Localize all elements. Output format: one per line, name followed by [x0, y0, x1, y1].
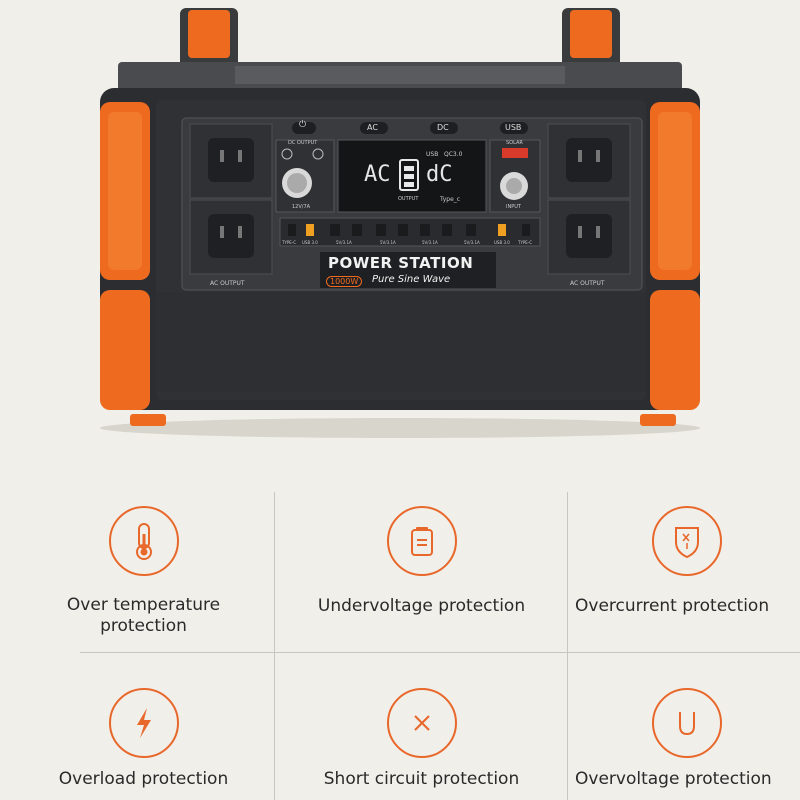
port-label: 5V/3.1A [464, 240, 480, 245]
display-output-label: OUTPUT [398, 196, 419, 202]
input-label: INPUT [506, 204, 521, 210]
display-qc-label: QC3.0 [444, 151, 463, 158]
device-name: POWER STATION [328, 254, 474, 272]
u-icon [651, 688, 722, 758]
product-image: AC OUTPUT AC OUTPUT DC OUTPUT 12V/7A ⏻ A… [100, 8, 700, 438]
lightning-icon [108, 688, 179, 758]
feature-grid: Over temperature protection Undervoltage… [0, 450, 800, 800]
port-label: 5V/3.1A [336, 240, 352, 245]
usb-button[interactable]: USB [505, 123, 522, 132]
solar-label: SOLAR [506, 140, 523, 146]
feature-label: Undervoltage protection [317, 596, 526, 616]
port-label: TYPE-C [518, 240, 533, 245]
feature-label: Over temperature protection [66, 595, 221, 636]
divider [80, 652, 800, 653]
feature-label: Overcurrent protection [575, 596, 770, 616]
dc-output-label: DC OUTPUT [288, 140, 318, 146]
dc-button[interactable]: DC [437, 123, 449, 132]
device-subtitle: Pure Sine Wave [372, 274, 451, 285]
port-label: USB 3.0 [494, 240, 510, 245]
divider [274, 492, 275, 800]
power-icon[interactable]: ⏻ [299, 120, 307, 130]
feature-label: Overvoltage protection [575, 769, 772, 789]
display-typec-label: Type_c [440, 196, 461, 203]
feature-label: Overload protection [58, 769, 229, 789]
port-label: USB 3.0 [302, 240, 318, 245]
port-label: 5V/3.1A [422, 240, 438, 245]
wattage-badge: 1000W [326, 276, 363, 287]
display-ac-text: AC [364, 162, 391, 187]
power-station-illustration [100, 8, 700, 438]
display-usb-label: USB [426, 151, 439, 158]
battery-icon [386, 506, 457, 576]
ac-output-label-right: AC OUTPUT [570, 280, 605, 287]
port-label: 5V/3.1A [380, 240, 396, 245]
feature-label: Short circuit protection [323, 769, 520, 789]
ac-button[interactable]: AC [367, 123, 378, 132]
thermometer-icon [108, 506, 179, 576]
dc-voltage-label: 12V/7A [292, 204, 311, 210]
x-icon [386, 688, 457, 758]
port-label: TYPE-C [282, 240, 297, 245]
divider [567, 492, 568, 800]
shield-x-icon [651, 506, 722, 576]
ac-output-label-left: AC OUTPUT [210, 280, 245, 287]
display-dc-text: dC [426, 162, 453, 187]
